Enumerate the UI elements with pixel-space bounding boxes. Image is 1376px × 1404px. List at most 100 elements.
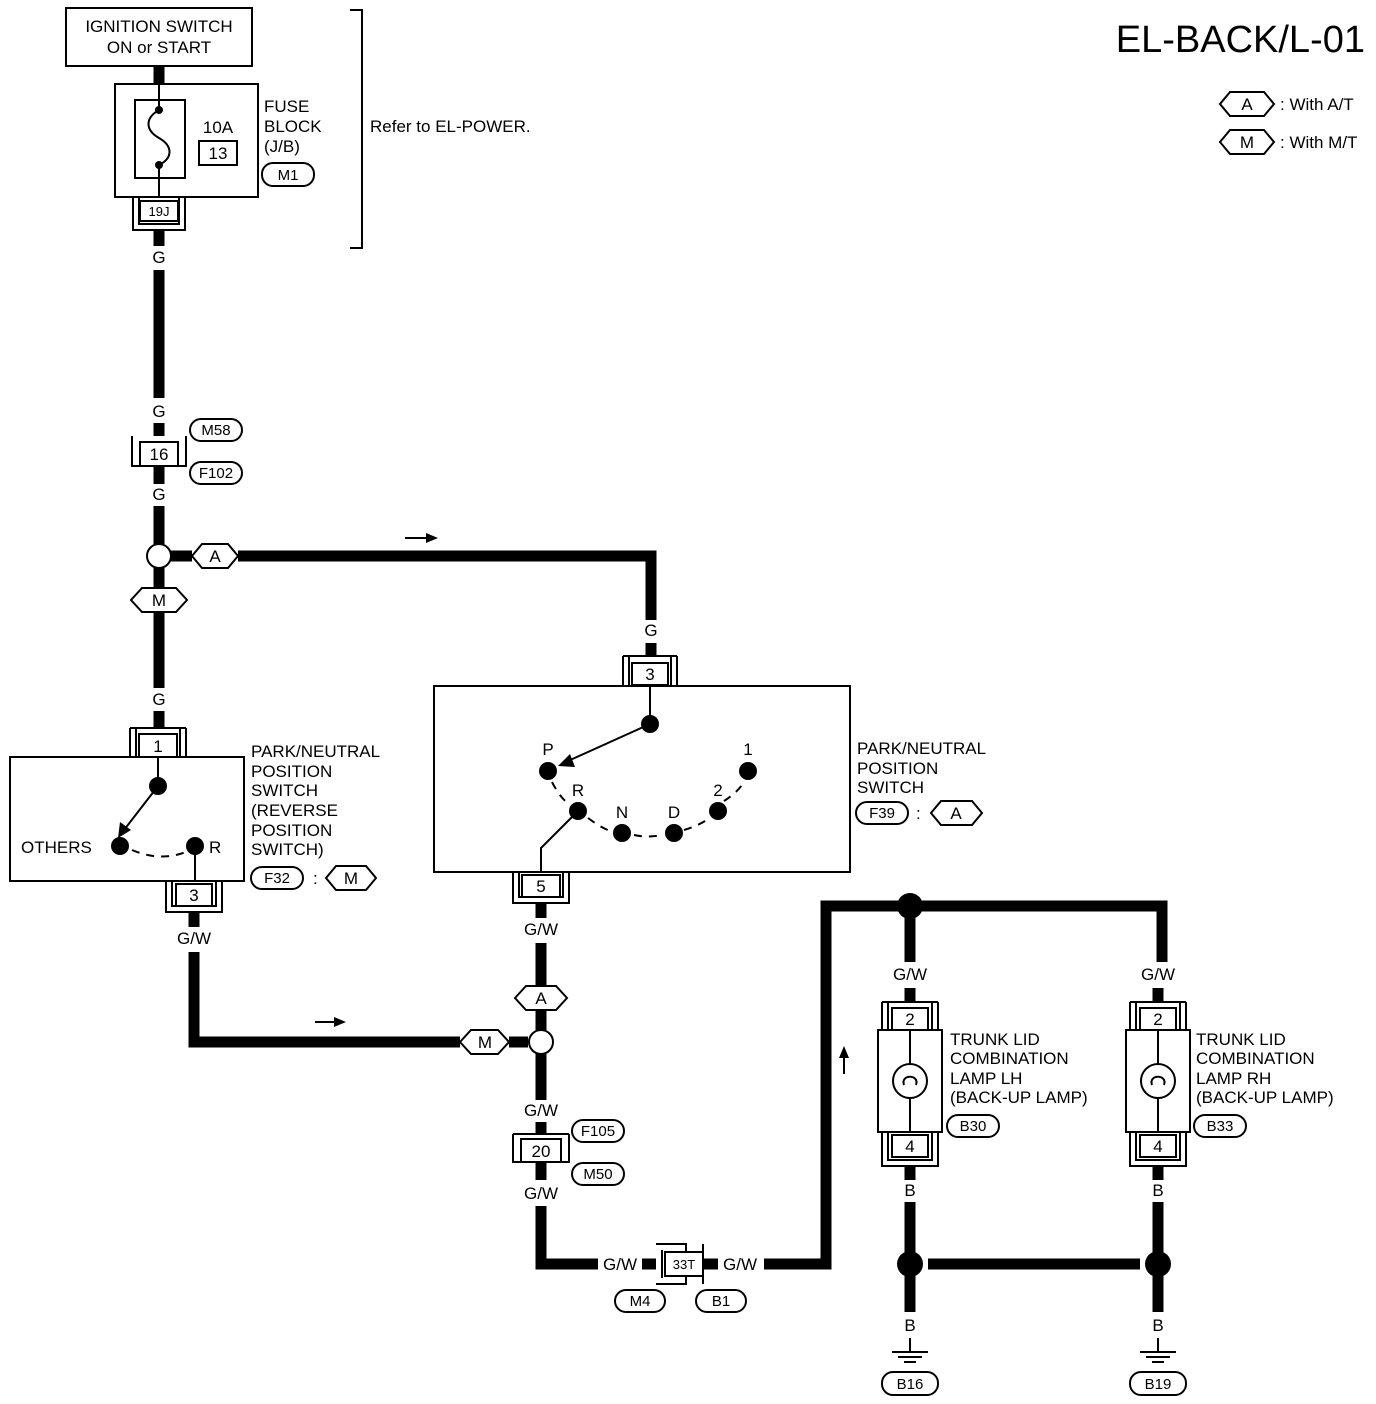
connector-tag-f102: F102 (189, 461, 243, 485)
at-pos-1: 1 (743, 740, 752, 759)
split-node-top (146, 543, 172, 569)
ground-right: B19 (1129, 1338, 1187, 1396)
legend-tag-at: A (1241, 95, 1253, 114)
lamp-lh-label-3: LAMP LH (950, 1069, 1022, 1088)
lamp-rh: 2 4 (1125, 1001, 1191, 1167)
at-pos-r: R (572, 781, 584, 800)
at-connector: F39 (869, 805, 895, 822)
legend-item-at: A : With A/T (1218, 91, 1354, 117)
wire-color-g-4: G (644, 621, 657, 640)
option-tag-a-mid: A (513, 985, 569, 1011)
at-terminal-bottom: 5 (536, 877, 545, 896)
junction-m4-b1: 33T (656, 1243, 704, 1285)
connector-tag-f105: F105 (571, 1119, 625, 1143)
lamp-lh-terminal-bottom: 4 (905, 1137, 914, 1156)
ignition-line2: ON or START (107, 38, 211, 57)
connector-tag-b1: B1 (695, 1289, 747, 1313)
mt-label-4: (REVERSE (251, 801, 338, 820)
lamp-lh-label-1: TRUNK LID (950, 1030, 1040, 1049)
at-pos-d: D (668, 803, 680, 822)
at-colon: : (916, 804, 921, 823)
lamp-lh-connector-tag: B30 (946, 1114, 1000, 1138)
terminal-mt-3: 3 (165, 881, 223, 913)
fuse-label-2: BLOCK (264, 117, 322, 136)
option-tag-a-top: A (190, 543, 240, 569)
option-tag-m-left: M (129, 587, 189, 613)
at-pos-2: 2 (713, 781, 722, 800)
at-pos-n: N (616, 803, 628, 822)
wire-color-g-2: G (152, 402, 165, 421)
at-label-2: POSITION (857, 759, 938, 778)
splice-bottom-rh (1145, 1251, 1171, 1277)
fuse-label-1: FUSE (264, 97, 309, 116)
wire-color-b-gnd-right: B (1152, 1316, 1163, 1335)
junction-f105-m50: 20 (512, 1133, 570, 1163)
lamp-rh-label-3: LAMP RH (1196, 1069, 1271, 1088)
wire-color-g-5: G (152, 690, 165, 709)
junction-m58-conn-bottom: F102 (199, 465, 233, 482)
junction-m58-conn-top: M58 (201, 422, 230, 439)
connector-tag-m4: M4 (614, 1289, 666, 1313)
mt-label-1: PARK/NEUTRAL (251, 742, 380, 761)
mt-pos-r: R (209, 838, 221, 857)
at-switch: P R N D 2 1 (433, 685, 851, 873)
legend-item-mt: M : With M/T (1218, 129, 1357, 155)
mt-terminal-top: 1 (153, 737, 162, 756)
wire-color-gw-4: G/W (524, 1184, 558, 1203)
mt-label-3: SWITCH (251, 781, 318, 800)
mt-switch: OTHERS R (9, 756, 245, 882)
lamp-rh-connector-tag: B33 (1193, 1114, 1247, 1138)
at-label-1: PARK/NEUTRAL (857, 739, 986, 758)
legend-tag-mt: M (1240, 133, 1254, 152)
terminal-at-3: 3 (622, 655, 678, 686)
lamp-rh-terminal-top: 2 (1153, 1010, 1162, 1029)
fuse-connector: M1 (278, 167, 299, 184)
at-label-3: SWITCH (857, 778, 924, 797)
terminal-mt-1: 1 (129, 727, 187, 758)
diagram-title: EL-BACK/L-01 (1116, 19, 1365, 61)
mt-label-5: POSITION (251, 821, 332, 840)
wire-color-g-1: G (152, 248, 165, 267)
wire-color-gw-2: G/W (524, 920, 558, 939)
lamp-rh-connector: B33 (1207, 1118, 1234, 1135)
fuse-connector-tag: M1 (261, 162, 315, 187)
mt-connector: F32 (264, 870, 290, 887)
fuse-block: 10A 13 (114, 83, 259, 198)
lamp-lh-label-2: COMBINATION (950, 1049, 1069, 1068)
ignition-switch: IGNITION SWITCH ON or START (65, 7, 253, 67)
connector-tag-m58: M58 (189, 418, 243, 442)
lamp-rh-label-1: TRUNK LID (1196, 1030, 1286, 1049)
wire-color-b-gnd-left: B (904, 1316, 915, 1335)
terminal-19j: 19J (132, 197, 186, 231)
fuse-amps: 10A (203, 118, 234, 137)
at-option: A (950, 804, 962, 823)
lamp-rh-terminal-bottom: 4 (1153, 1137, 1162, 1156)
lamp-lh-label-4: (BACK-UP LAMP) (950, 1088, 1088, 1107)
fuse-number: 13 (209, 144, 228, 163)
refer-note: Refer to EL-POWER. (370, 117, 531, 136)
junction-m4-conn-left: M4 (630, 1293, 651, 1310)
terminal-at-5: 5 (512, 872, 570, 904)
mt-option: M (344, 869, 358, 888)
fuse-terminal: 19J (149, 204, 170, 219)
wire-color-gw-5: G/W (603, 1255, 637, 1274)
ground-left-label: B16 (897, 1376, 924, 1393)
junction-m4-conn-right: B1 (712, 1293, 730, 1310)
mt-label-6: SWITCH) (251, 840, 324, 859)
legend-text-at: : With A/T (1280, 95, 1354, 114)
option-m-left: M (152, 591, 166, 610)
at-connector-tag: F39 : A (855, 800, 984, 826)
wire-color-gw-3: G/W (524, 1101, 558, 1120)
junction-f105-conn-top: F105 (581, 1123, 615, 1140)
mt-label-2: POSITION (251, 762, 332, 781)
at-pos-p: P (542, 740, 553, 759)
merge-node (528, 1029, 554, 1055)
connector-tag-m50: M50 (571, 1162, 625, 1186)
at-terminal-top: 3 (645, 665, 654, 684)
junction-m58-terminal: 16 (150, 445, 169, 464)
ground-right-label: B19 (1145, 1376, 1172, 1393)
junction-f105-terminal: 20 (532, 1142, 551, 1161)
lamp-rh-label-4: (BACK-UP LAMP) (1196, 1088, 1334, 1107)
fuse-label-3: (J/B) (264, 137, 300, 156)
